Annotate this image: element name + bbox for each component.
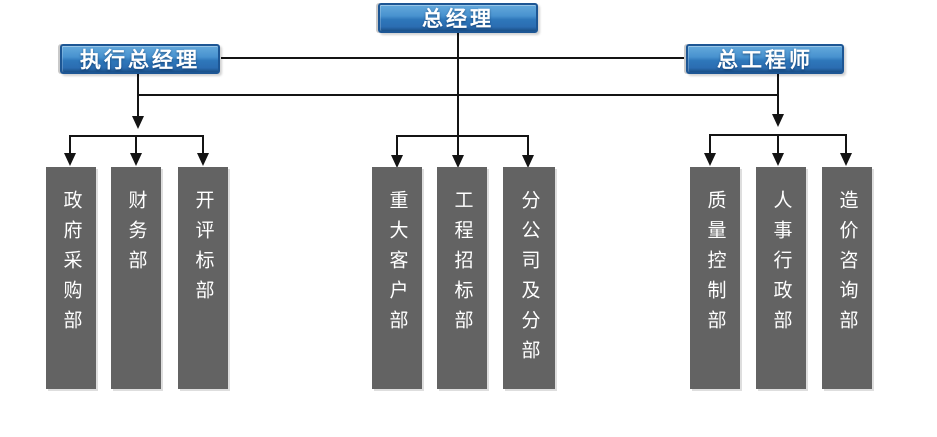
dept-label: 质量控制部	[704, 190, 726, 340]
node-executive-general-manager-label: 执行总经理	[80, 48, 200, 72]
node-dept-major-clients: 重大客户部	[372, 167, 422, 389]
node-dept-government-procurement: 政府采购部	[46, 167, 96, 389]
node-dept-finance: 财务部	[111, 167, 161, 389]
dept-label: 工程招标部	[451, 190, 473, 340]
dept-label: 开评标部	[192, 190, 214, 310]
node-dept-quality-control: 质量控制部	[690, 167, 740, 389]
node-general-manager: 总经理	[378, 3, 538, 33]
node-general-manager-label: 总经理	[422, 7, 494, 31]
node-dept-branch-companies: 分公司及分部	[503, 167, 555, 389]
dept-label: 分公司及分部	[518, 190, 540, 370]
node-dept-bid-opening-evaluation: 开评标部	[178, 167, 228, 389]
dept-label: 人事行政部	[770, 190, 792, 340]
node-chief-engineer: 总工程师	[686, 44, 844, 74]
node-executive-general-manager: 执行总经理	[60, 44, 220, 74]
node-dept-engineering-bidding: 工程招标部	[437, 167, 487, 389]
node-dept-cost-consulting: 造价咨询部	[822, 167, 872, 389]
dept-label: 重大客户部	[386, 190, 408, 340]
dept-label: 政府采购部	[60, 190, 82, 340]
node-dept-hr-administration: 人事行政部	[756, 167, 806, 389]
node-chief-engineer-label: 总工程师	[717, 48, 813, 72]
dept-label: 财务部	[125, 190, 147, 280]
dept-label: 造价咨询部	[836, 190, 858, 340]
